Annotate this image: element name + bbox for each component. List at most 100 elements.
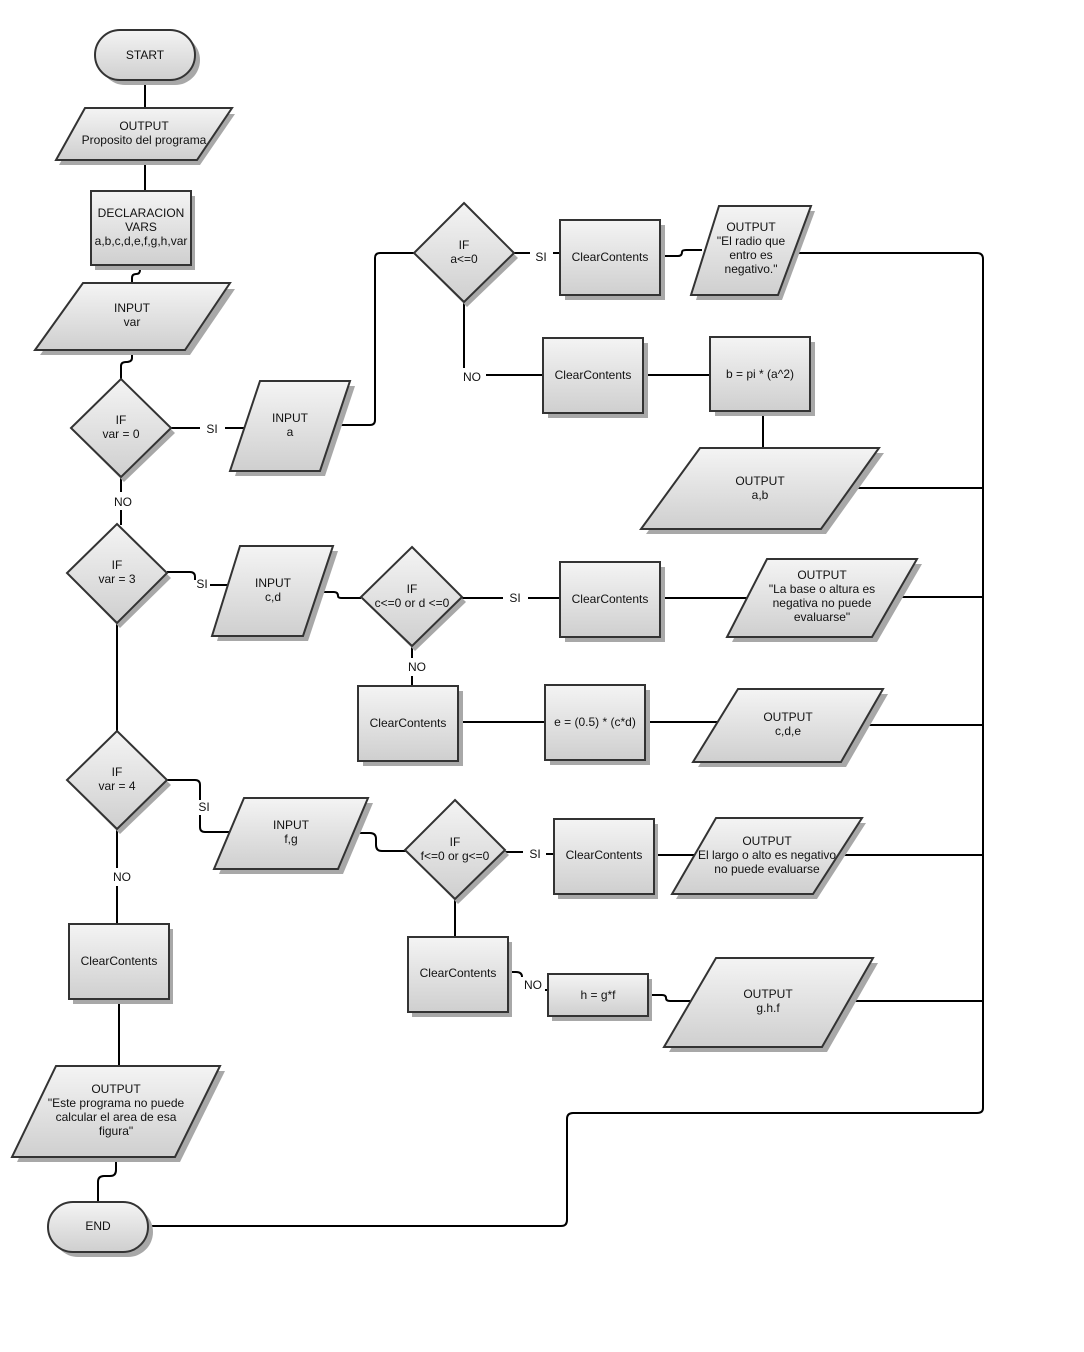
edge-calch-outghf: [648, 994, 690, 1002]
node-text: END: [85, 1219, 111, 1233]
clear-contents-a-yes[interactable]: ClearContents: [559, 219, 665, 300]
node-text: OUTPUT: [91, 1082, 141, 1096]
calc-area-rectangle[interactable]: h = g*f: [547, 973, 652, 1021]
node-text: IF: [112, 765, 123, 779]
node-text: "Este programa no puede: [48, 1096, 185, 1110]
node-text: INPUT: [272, 411, 309, 425]
clear-contents-fg-no[interactable]: ClearContents: [407, 936, 512, 1017]
clear-contents-a-no[interactable]: ClearContents: [542, 337, 648, 418]
node-text: c,d: [265, 590, 281, 604]
edge-inputa-ifa: [335, 252, 414, 426]
node-text: ClearContents: [555, 368, 632, 382]
label-si-var3: SI: [196, 577, 207, 591]
node-text: var = 3: [98, 572, 135, 586]
label-no-var0: NO: [114, 495, 132, 509]
node-text: OUTPUT: [797, 568, 847, 582]
node-text: e = (0.5) * (c*d): [554, 715, 636, 729]
clear-contents-cd-no[interactable]: ClearContents: [357, 685, 463, 766]
svg-text:ClearContents: ClearContents: [420, 966, 497, 980]
edge-ifa-no: [463, 302, 544, 376]
svg-text:ClearContents: ClearContents: [572, 250, 649, 264]
label-si-cd: SI: [509, 591, 520, 605]
edge-labels: SI SI NO NO SI SI NO SI SI NO NO: [113, 250, 547, 992]
node-text: "El radio que: [717, 234, 786, 248]
calc-area-circle[interactable]: b = pi * (a^2): [709, 336, 815, 416]
edge-outdefault-end: [97, 1156, 117, 1202]
node-text: ClearContents: [370, 716, 447, 730]
svg-text:h = g*f: h = g*f: [580, 988, 616, 1002]
node-text: h = g*f: [580, 988, 616, 1002]
node-text: no puede evaluarse: [714, 862, 820, 876]
svg-text:IFa<=0: IFa<=0: [450, 238, 478, 266]
edge-ifvar3-si: [167, 571, 228, 586]
label-no-var4: NO: [113, 870, 131, 884]
node-text: a,b,c,d,e,f,g,h,var: [95, 234, 188, 248]
node-text: evaluarse": [794, 610, 850, 624]
node-text: IF: [112, 558, 123, 572]
edge-inputfg-iffg: [350, 832, 407, 852]
clear-contents-default[interactable]: ClearContents: [68, 923, 173, 1004]
node-text: INPUT: [255, 576, 292, 590]
node-text: ClearContents: [81, 954, 158, 968]
svg-text:START: START: [126, 48, 165, 62]
node-text: a: [287, 425, 294, 439]
node-text: INPUT: [273, 818, 310, 832]
svg-text:b = pi * (a^2): b = pi * (a^2): [726, 367, 794, 381]
node-text: VARS: [125, 220, 157, 234]
clear-contents-cd-yes[interactable]: ClearContents: [559, 561, 665, 642]
svg-text:ClearContents: ClearContents: [81, 954, 158, 968]
end-terminator[interactable]: END: [47, 1201, 153, 1257]
node-text: Proposito del programa: [82, 133, 207, 147]
node-text: IF: [407, 582, 418, 596]
edge-input-ifvar0: [120, 350, 133, 380]
svg-text:ClearContents: ClearContents: [572, 592, 649, 606]
node-text: ClearContents: [572, 592, 649, 606]
edge-declare-input: [131, 265, 141, 283]
svg-text:ClearContents: ClearContents: [370, 716, 447, 730]
label-si-var0: SI: [206, 422, 217, 436]
edge-clear-outradio: [661, 249, 702, 257]
clear-contents-fg-yes[interactable]: ClearContents: [553, 818, 658, 899]
node-text: OUTPUT: [119, 119, 169, 133]
calc-area-triangle[interactable]: e = (0.5) * (c*d): [544, 684, 650, 765]
label-no-cd: NO: [408, 660, 426, 674]
node-text: IF: [459, 238, 470, 252]
node-text: f,g: [284, 832, 297, 846]
node-text: var = 4: [98, 779, 135, 793]
start-terminator[interactable]: START: [94, 29, 200, 85]
node-text: "La base o altura es: [769, 582, 875, 596]
node-text: entro es: [729, 248, 772, 262]
node-text: OUTPUT: [742, 834, 792, 848]
node-text: IF: [450, 835, 461, 849]
